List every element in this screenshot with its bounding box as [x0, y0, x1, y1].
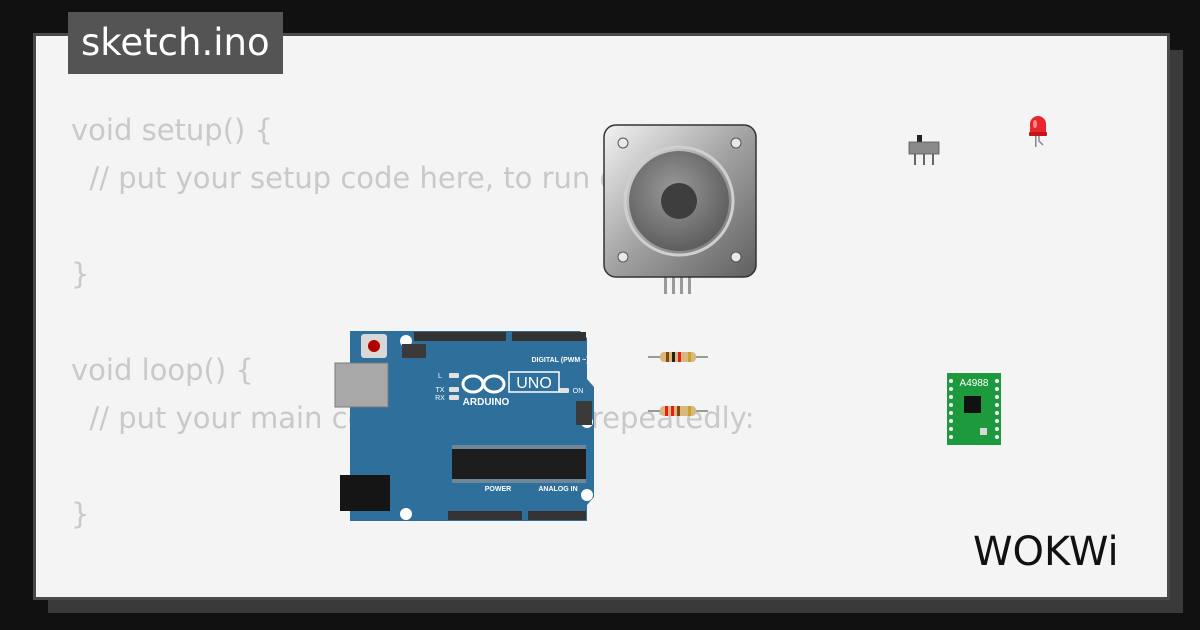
- code-line: void setup() {: [71, 113, 273, 147]
- file-tab[interactable]: sketch.ino: [68, 12, 283, 74]
- code-line: }: [71, 497, 90, 531]
- power-label: POWER: [485, 486, 511, 493]
- slide-switch-icon[interactable]: [906, 133, 942, 169]
- a4988-driver-icon[interactable]: A4988: [946, 372, 1002, 446]
- led-icon[interactable]: [1026, 114, 1050, 150]
- stepper-motor-icon[interactable]: [602, 123, 762, 303]
- code-line: void loop() {: [71, 353, 254, 387]
- driver-label: A4988: [960, 378, 989, 389]
- wokwi-logo: WOKWi: [973, 529, 1119, 575]
- resistor-icon[interactable]: [648, 404, 708, 418]
- rx-label: RX: [435, 395, 445, 402]
- digital-label: DIGITAL (PWM ~): [531, 357, 588, 364]
- diagram-card: void setup() { // put your setup code he…: [33, 33, 1170, 600]
- analog-label: ANALOG IN: [538, 486, 577, 493]
- code-line: // put your setup code here, to run once…: [71, 161, 680, 195]
- wokwi-logo-text: WOKWi: [973, 529, 1119, 575]
- tx-label: TX: [436, 387, 445, 394]
- l-label: L: [438, 373, 442, 380]
- resistor-icon[interactable]: [648, 350, 708, 364]
- on-label: ON: [573, 388, 584, 395]
- board-model-label: UNO: [516, 375, 552, 392]
- code-line: }: [71, 257, 90, 291]
- arduino-uno-icon[interactable]: UNO ARDUINO DIGITAL (PWM ~) ON TX RX L P…: [332, 329, 602, 525]
- board-brand-label: ARDUINO: [463, 397, 510, 408]
